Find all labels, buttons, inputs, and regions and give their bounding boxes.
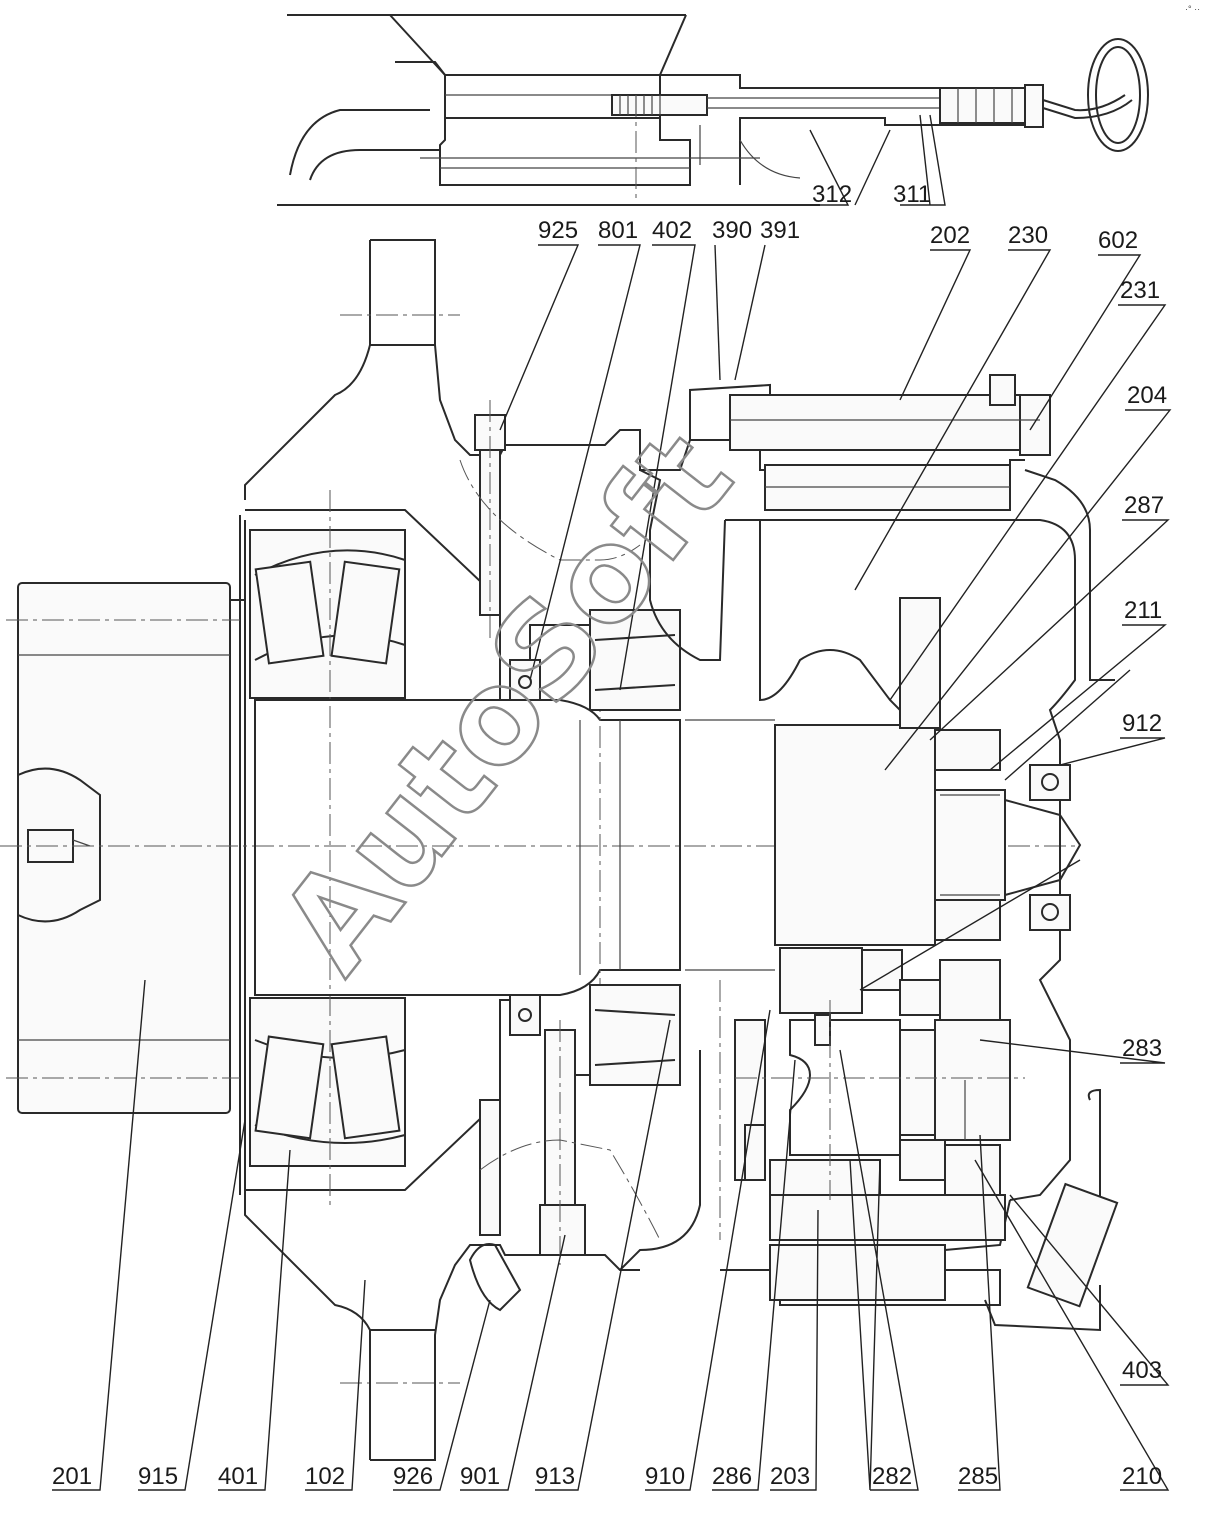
cylinder-block-204 bbox=[774, 724, 936, 946]
label-913: 913 bbox=[535, 1463, 575, 1490]
label-403: 403 bbox=[1122, 1357, 1162, 1384]
label-910: 910 bbox=[645, 1463, 685, 1490]
label-602: 602 bbox=[1098, 227, 1138, 254]
bearing-402-lower bbox=[589, 984, 681, 1086]
label-201: 201 bbox=[52, 1463, 92, 1490]
label-311: 311 bbox=[893, 181, 931, 208]
label-926: 926 bbox=[393, 1463, 433, 1490]
label-202: 202 bbox=[930, 222, 970, 249]
label-231: 231 bbox=[1120, 277, 1160, 304]
bearing-402-upper bbox=[589, 609, 681, 711]
label-102: 102 bbox=[305, 1463, 345, 1490]
label-391: 391 bbox=[760, 217, 800, 244]
label-912: 912 bbox=[1122, 710, 1162, 737]
label-925: 925 bbox=[538, 217, 578, 244]
label-286: 286 bbox=[712, 1463, 752, 1490]
label-285: 285 bbox=[958, 1463, 998, 1490]
label-211: 211 bbox=[1124, 597, 1162, 624]
part-labels: 312 311 925 801 402 390 391 202 230 602 … bbox=[52, 181, 1167, 1490]
label-230: 230 bbox=[1008, 222, 1048, 249]
label-282: 282 bbox=[872, 1463, 912, 1490]
label-402: 402 bbox=[652, 217, 692, 244]
label-210: 210 bbox=[1122, 1463, 1162, 1490]
label-204: 204 bbox=[1127, 382, 1167, 409]
corner-note: ·° ·· bbox=[1185, 4, 1200, 14]
label-390: 390 bbox=[712, 217, 752, 244]
label-203: 203 bbox=[770, 1463, 810, 1490]
main-section-view bbox=[0, 239, 1119, 1461]
label-287: 287 bbox=[1124, 492, 1164, 519]
label-901: 901 bbox=[460, 1463, 500, 1490]
label-401: 401 bbox=[218, 1463, 258, 1490]
detail-dipstick-view: ·° ·· bbox=[277, 4, 1200, 206]
watermark: AutoSoft bbox=[252, 406, 761, 999]
label-283: 283 bbox=[1122, 1035, 1162, 1062]
label-312: 312 bbox=[812, 181, 852, 208]
label-915: 915 bbox=[138, 1463, 178, 1490]
drive-flange-outline bbox=[17, 582, 231, 1114]
leader-lines bbox=[52, 114, 1172, 1491]
label-801: 801 bbox=[598, 217, 638, 244]
